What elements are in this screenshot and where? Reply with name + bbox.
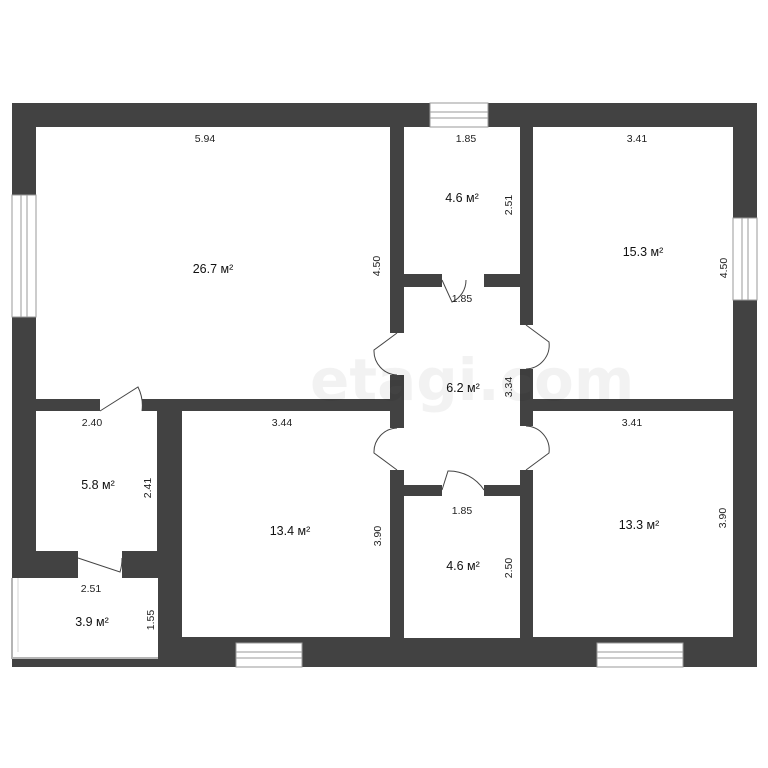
small-room-bottom-floor <box>404 496 520 638</box>
bedroom-top-right-depth: 4.50 <box>718 258 730 279</box>
door-swing-6 <box>441 470 485 491</box>
window-bottom-left <box>235 642 303 668</box>
bedroom-bottom-right-width: 3.41 <box>622 417 643 429</box>
room-bottom-middle-left-width: 3.44 <box>272 417 293 429</box>
room-left-small-area: 5.8 м² <box>81 478 115 492</box>
bedroom-top-right-width: 3.41 <box>627 133 648 145</box>
door-swing-4 <box>373 427 398 471</box>
small-room-top-area: 4.6 м² <box>445 191 479 205</box>
door-swing-3 <box>373 332 398 376</box>
bedroom-bottom-right-depth: 3.90 <box>717 508 729 529</box>
bedroom-top-right-floor <box>533 127 733 399</box>
room-bottom-middle-left-floor <box>182 411 390 637</box>
window-left <box>11 194 37 318</box>
small-room-bottom-depth: 2.50 <box>503 558 515 579</box>
small-room-bottom-area: 4.6 м² <box>446 559 480 573</box>
door-swing-5 <box>441 279 467 303</box>
watermark: etagi.com <box>310 346 634 414</box>
window-bottom-right <box>596 642 684 668</box>
hallway-depth: 3.34 <box>503 377 515 398</box>
window-top <box>429 102 489 128</box>
small-room-top-width: 1.85 <box>456 133 477 145</box>
small-room-top-floor <box>404 127 520 274</box>
small-room-bottom-width: 1.85 <box>452 505 473 517</box>
hallway-area: 6.2 м² <box>446 381 480 395</box>
balcony-railing <box>11 578 158 659</box>
balcony-depth: 1.55 <box>145 610 157 631</box>
door-gap-top-small-hall <box>442 274 484 287</box>
door-gap-living-hall <box>390 333 404 375</box>
door-gap-hall-bedroom-bottom <box>520 426 533 470</box>
hallway-width: 1.85 <box>452 293 473 305</box>
balcony-width: 2.51 <box>81 583 102 595</box>
small-room-top-depth: 2.51 <box>503 195 515 216</box>
door-swing-7 <box>525 324 550 370</box>
room-left-small-width: 2.40 <box>82 417 103 429</box>
door-swing-8 <box>525 425 550 471</box>
window-right <box>732 217 758 301</box>
living-room-area: 26.7 м² <box>193 262 234 276</box>
bedroom-top-right-area: 15.3 м² <box>623 245 664 259</box>
room-bottom-middle-left-area: 13.4 м² <box>270 524 311 538</box>
balcony-area: 3.9 м² <box>75 615 109 629</box>
living-room-floor <box>36 127 390 399</box>
door-gap-living-left-room <box>100 399 142 411</box>
door-gap-middle-hall <box>390 428 404 470</box>
room-left-small-floor <box>36 411 157 551</box>
door-swing-1 <box>99 386 143 412</box>
bedroom-bottom-right-floor <box>533 411 733 637</box>
door-gap-hall-bedroom-top <box>520 325 533 369</box>
living-room-width: 5.94 <box>195 133 216 145</box>
balcony-floor <box>12 578 158 658</box>
door-swings <box>77 279 550 573</box>
door-gap-hall-bottom-small <box>442 485 484 496</box>
bedroom-bottom-right-area: 13.3 м² <box>619 518 660 532</box>
living-room-depth: 4.50 <box>371 256 383 277</box>
room-left-small-depth: 2.41 <box>142 478 154 499</box>
door-swing-2 <box>77 557 123 573</box>
windows <box>11 102 758 668</box>
door-gap-left-room-balcony <box>78 551 122 578</box>
hallway-floor <box>404 287 520 485</box>
room-bottom-middle-left-depth: 3.90 <box>372 526 384 547</box>
